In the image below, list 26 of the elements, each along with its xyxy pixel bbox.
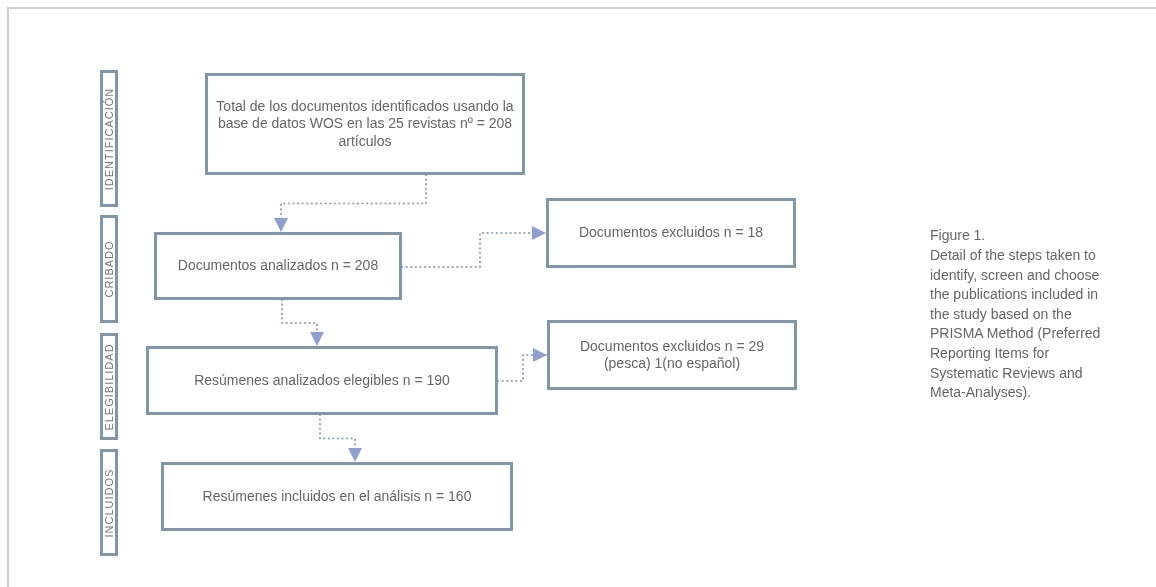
stage-label: IDENTIFICACIÓN — [103, 87, 115, 190]
node-text: Documentos excluidos n = 18 — [577, 224, 765, 242]
stage-band — [100, 449, 118, 556]
node-text: Documentos excluidos n = 29 (pesca) 1(no español) — [578, 337, 766, 373]
stage-label: INCLUIDOS — [103, 468, 115, 537]
process-box — [161, 462, 513, 531]
stage-label: CRIBADO — [103, 240, 115, 298]
process-box — [547, 320, 797, 390]
process-box — [205, 73, 525, 175]
node-text: Total de los documentos identificados usando la base de datos WOS en las 25 revistas nº = 208 artículos — [215, 97, 515, 151]
process-box — [146, 346, 498, 415]
node-text: Documentos analizados n = 208 — [176, 257, 380, 275]
stage-band — [100, 333, 118, 440]
figure-number: Figure 1. — [930, 226, 987, 245]
dotted-arrow — [400, 226, 548, 269]
stage-label: ELEGIBILIDAD — [103, 342, 115, 431]
dotted-arrow — [318, 413, 362, 464]
node-text: Resúmenes incluidos en el análisis n = 160 — [201, 487, 473, 506]
figure-caption: Detail of the steps taken to identify, screen and choose the publications included in the study based on the PRISMA Method (Preferred Reporting Items for Systematic Reviews and Meta-Analyses). — [930, 246, 1102, 403]
stage-band — [100, 70, 118, 207]
dotted-arrow — [280, 298, 324, 348]
stage-band — [100, 215, 118, 323]
node-text: Resúmenes analizados elegibles n = 190 — [193, 371, 451, 390]
process-box — [546, 198, 796, 268]
dotted-arrow — [274, 173, 428, 234]
process-box — [154, 232, 402, 300]
